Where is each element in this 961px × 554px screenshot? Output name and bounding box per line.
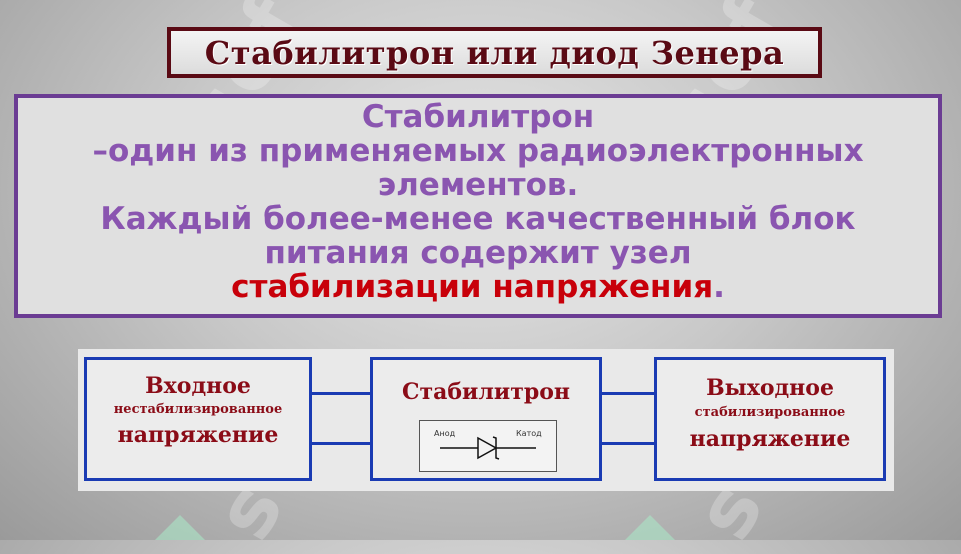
output-block-line3: напряжение — [689, 426, 851, 452]
wire-bottom-left — [310, 442, 372, 445]
input-voltage-block: Входное нестабилизированное напряжение — [84, 357, 312, 481]
zener-diode-block: Стабилитрон Анод Катод — [370, 357, 602, 481]
description-line-highlight: стабилизации напряжения. — [18, 270, 938, 304]
output-voltage-block: Выходное стабилизированное напряжение — [654, 357, 886, 481]
slide-title: Стабилитрон или диод Зенера — [204, 33, 785, 72]
diode-symbol-frame: Анод Катод — [419, 420, 557, 472]
input-block-line2: нестабилизированное — [113, 402, 283, 417]
input-block-line1: Входное — [145, 373, 251, 399]
cathode-label: Катод — [516, 429, 542, 438]
highlight-end: . — [713, 269, 725, 305]
slide-title-box: Стабилитрон или диод Зенера — [167, 27, 822, 78]
wire-bottom-right — [600, 442, 656, 445]
output-block-line2: стабилизированное — [694, 405, 846, 420]
anode-label: Анод — [434, 429, 456, 438]
description-box: Стабилитрон –один из применяемых радиоэл… — [14, 94, 942, 318]
wire-top-right — [600, 392, 656, 395]
description-line: –один из применяемых радиоэлектронных — [92, 133, 864, 169]
input-block-line3: напряжение — [117, 422, 279, 448]
watermark-leaf-icon — [155, 515, 205, 540]
description-line: питания содержит узел — [264, 235, 692, 271]
center-block-title: Стабилитрон — [401, 379, 570, 405]
description-line: Каждый более-менее качественный блок — [100, 201, 856, 237]
wire-top-left — [310, 392, 372, 395]
description-line: Стабилитрон — [361, 99, 595, 135]
description-line: элементов. — [377, 167, 579, 203]
highlight-text: стабилизации напряжения — [231, 269, 714, 305]
block-diagram: Входное нестабилизированное напряжение С… — [78, 349, 894, 491]
zener-diode-icon — [440, 436, 536, 460]
watermark-leaf-icon — [625, 515, 675, 540]
output-block-line1: Выходное — [706, 375, 834, 401]
